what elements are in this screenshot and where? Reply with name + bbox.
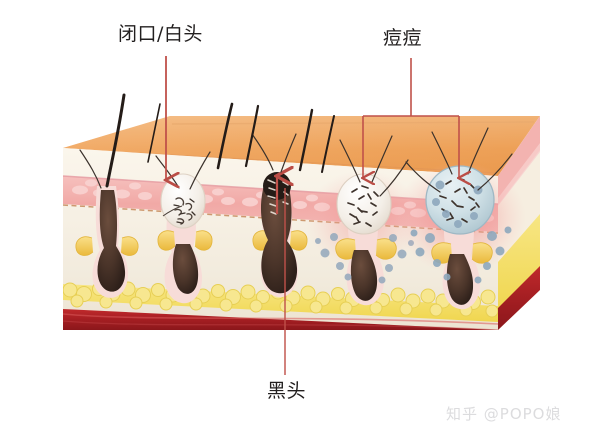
pointer-acne-bracket xyxy=(363,58,459,178)
follicle-closed-comedone xyxy=(155,151,213,304)
bacteria-cluster xyxy=(347,185,379,227)
follicle-inflamed-pustule xyxy=(394,127,526,310)
follicle-normal xyxy=(75,93,139,298)
label-closed-comedone: 闭口/白头 xyxy=(118,23,203,45)
watermark: 知乎 @POPO娘 xyxy=(446,405,562,423)
muscle-layer xyxy=(63,309,498,330)
epidermis-top-surface xyxy=(63,116,540,176)
follicle-inflamed-papule xyxy=(306,135,422,306)
follicle-blackhead xyxy=(251,133,308,298)
skin-block xyxy=(63,93,540,330)
label-acne: 痘痘 xyxy=(383,27,423,49)
label-blackhead: 黑头 xyxy=(267,380,307,402)
surface-hairs xyxy=(147,102,335,173)
